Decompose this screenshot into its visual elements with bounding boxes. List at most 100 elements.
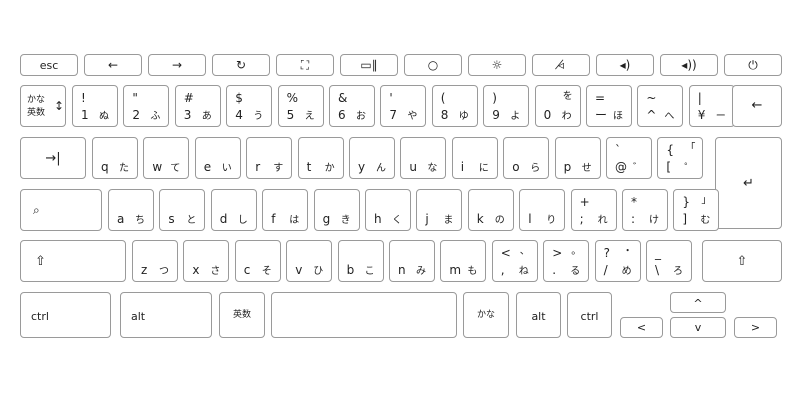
key-shift-char: + — [579, 195, 590, 209]
char-key[interactable]: *:け — [622, 189, 668, 231]
enter-icon: ↵ — [743, 176, 754, 191]
volume-down-key[interactable]: ◂) — [596, 54, 654, 76]
kana-eisu-toggle-key[interactable]: かな 英数 ↕ — [20, 85, 66, 127]
key-kana: つ — [159, 266, 169, 277]
key-main-char: y — [358, 160, 366, 174]
key-shift-char: ` — [615, 143, 621, 157]
left-arrow-icon: < — [636, 321, 647, 334]
char-key[interactable]: _\ろ — [646, 240, 692, 282]
back-key[interactable]: ← — [84, 54, 142, 76]
char-key[interactable]: ~^へ — [637, 85, 684, 127]
backspace-key[interactable]: ← — [732, 85, 782, 127]
char-key[interactable]: >。.る — [543, 240, 590, 282]
key-kana: い — [221, 163, 232, 174]
refresh-key[interactable]: ↻ — [212, 54, 270, 76]
arrow-down-key[interactable]: v — [670, 317, 726, 338]
char-key[interactable]: |¥ー — [688, 85, 735, 127]
enter-key[interactable]: ↵ — [715, 137, 782, 229]
key-main-char: l — [528, 212, 532, 226]
key-main-char: b — [346, 263, 355, 277]
esc-key[interactable]: esc — [20, 54, 78, 76]
char-key[interactable]: ?・/め — [594, 240, 641, 282]
char-key[interactable]: =ーほ — [586, 85, 632, 127]
char-key[interactable]: }」]む — [673, 189, 720, 231]
power-key[interactable]: ⏻ — [724, 54, 782, 76]
key-kana: こ — [364, 266, 375, 277]
tab-key[interactable]: →| — [20, 137, 86, 179]
key-shift-char: < — [500, 246, 511, 260]
key-kana: ん — [376, 163, 386, 174]
search-key[interactable]: ⌕ — [20, 189, 102, 231]
char-key[interactable]: +;れ — [570, 189, 617, 231]
arrow-right-key[interactable]: > — [734, 317, 777, 338]
char-key[interactable]: {「[゜ — [657, 137, 704, 179]
key-shift-char: $ — [235, 91, 243, 105]
left-ctrl-key[interactable]: ctrl — [20, 292, 111, 338]
key-kana: と — [186, 215, 197, 226]
right-shift-key[interactable]: ⇧ — [702, 240, 782, 282]
brightness-down-key[interactable]: ○ — [404, 54, 462, 76]
key-main-char: r — [255, 160, 261, 174]
eisu-key[interactable]: 英数 — [219, 292, 265, 338]
ctrl-label: ctrl — [580, 310, 599, 323]
space-key[interactable] — [271, 292, 457, 338]
mute-key[interactable]: ◃̸ — [532, 54, 590, 76]
fullscreen-key[interactable]: ⛶ — [276, 54, 334, 76]
key-shift-char: | — [697, 91, 702, 105]
left-alt-key[interactable]: alt — [120, 292, 212, 338]
key-main-char: [ — [666, 160, 672, 174]
forward-key[interactable]: → — [148, 54, 206, 76]
kana-key[interactable]: かな — [463, 292, 509, 338]
volume-up-icon: ◂)) — [681, 58, 697, 72]
arrow-left-key[interactable]: < — [620, 317, 663, 338]
key-main-char: 7 — [389, 108, 398, 122]
volume-up-key[interactable]: ◂)) — [660, 54, 718, 76]
right-ctrl-key[interactable]: ctrl — [567, 292, 612, 338]
left-shift-key[interactable]: ⇧ — [20, 240, 126, 282]
overview-key[interactable]: ▭∥ — [340, 54, 398, 76]
overview-icon: ▭∥ — [360, 58, 378, 72]
arrow-up-key[interactable]: ^ — [670, 292, 726, 313]
char-key[interactable]: `@゛ — [606, 137, 652, 179]
brightness-up-key[interactable]: ☼ — [468, 54, 526, 76]
key-main-char: 1 — [81, 108, 89, 122]
char-key[interactable]: <、,ね — [491, 240, 538, 282]
right-alt-key[interactable]: alt — [516, 292, 561, 338]
